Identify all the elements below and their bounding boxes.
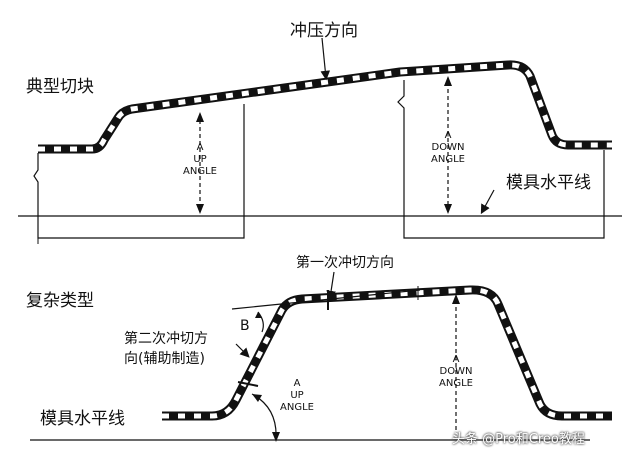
first-cut-line: [231, 289, 421, 310]
bottom-down-a: A: [452, 354, 460, 365]
top-die-level-label: 模具水平线: [506, 173, 591, 193]
bottom-part-outer: [162, 285, 612, 421]
top-up-a: A: [196, 142, 204, 153]
bottom-die-level-label: 模具水平线: [40, 409, 125, 429]
first-cut-direction-label: 第一次冲切方向: [296, 255, 394, 271]
bottom-down-angle-text: ANGLE: [439, 378, 473, 389]
bottom-down-text: DOWN: [439, 366, 473, 377]
bottom-up-angle-text: ANGLE: [280, 402, 314, 413]
bottom-down-angle-label: A DOWN ANGLE: [428, 354, 484, 390]
stamp-direction-label: 冲压方向: [290, 21, 358, 41]
second-cut-label-line2: 向(辅助制造): [124, 351, 205, 367]
complex-type-label: 复杂类型: [26, 291, 94, 311]
b-angle-arc: [257, 311, 264, 333]
top-down-a: A: [444, 130, 452, 141]
top-diagram: [18, 37, 622, 244]
top-up-angle-label: A UP ANGLE: [178, 142, 222, 178]
top-up-text: UP: [193, 154, 207, 165]
top-part-outer: [38, 60, 612, 154]
bottom-up-angle-label: A UP ANGLE: [272, 378, 322, 414]
second-cut-label-line1: 第二次冲切方: [124, 331, 208, 347]
top-down-angle-label: A DOWN ANGLE: [420, 130, 476, 166]
top-down-text: DOWN: [431, 142, 465, 153]
bottom-up-text: UP: [290, 390, 304, 401]
top-down-angle-text: ANGLE: [431, 154, 465, 165]
bottom-part-inner: [162, 287, 612, 419]
bottom-diagram: [30, 271, 612, 442]
watermark: 头条 @Pro和Creo教程: [452, 432, 585, 447]
b-angle-label: B: [240, 318, 250, 334]
top-part-inner: [38, 62, 612, 152]
bottom-up-a: A: [293, 378, 301, 389]
typical-trim-label: 典型切块: [26, 77, 94, 97]
top-up-angle-text: ANGLE: [183, 166, 217, 177]
